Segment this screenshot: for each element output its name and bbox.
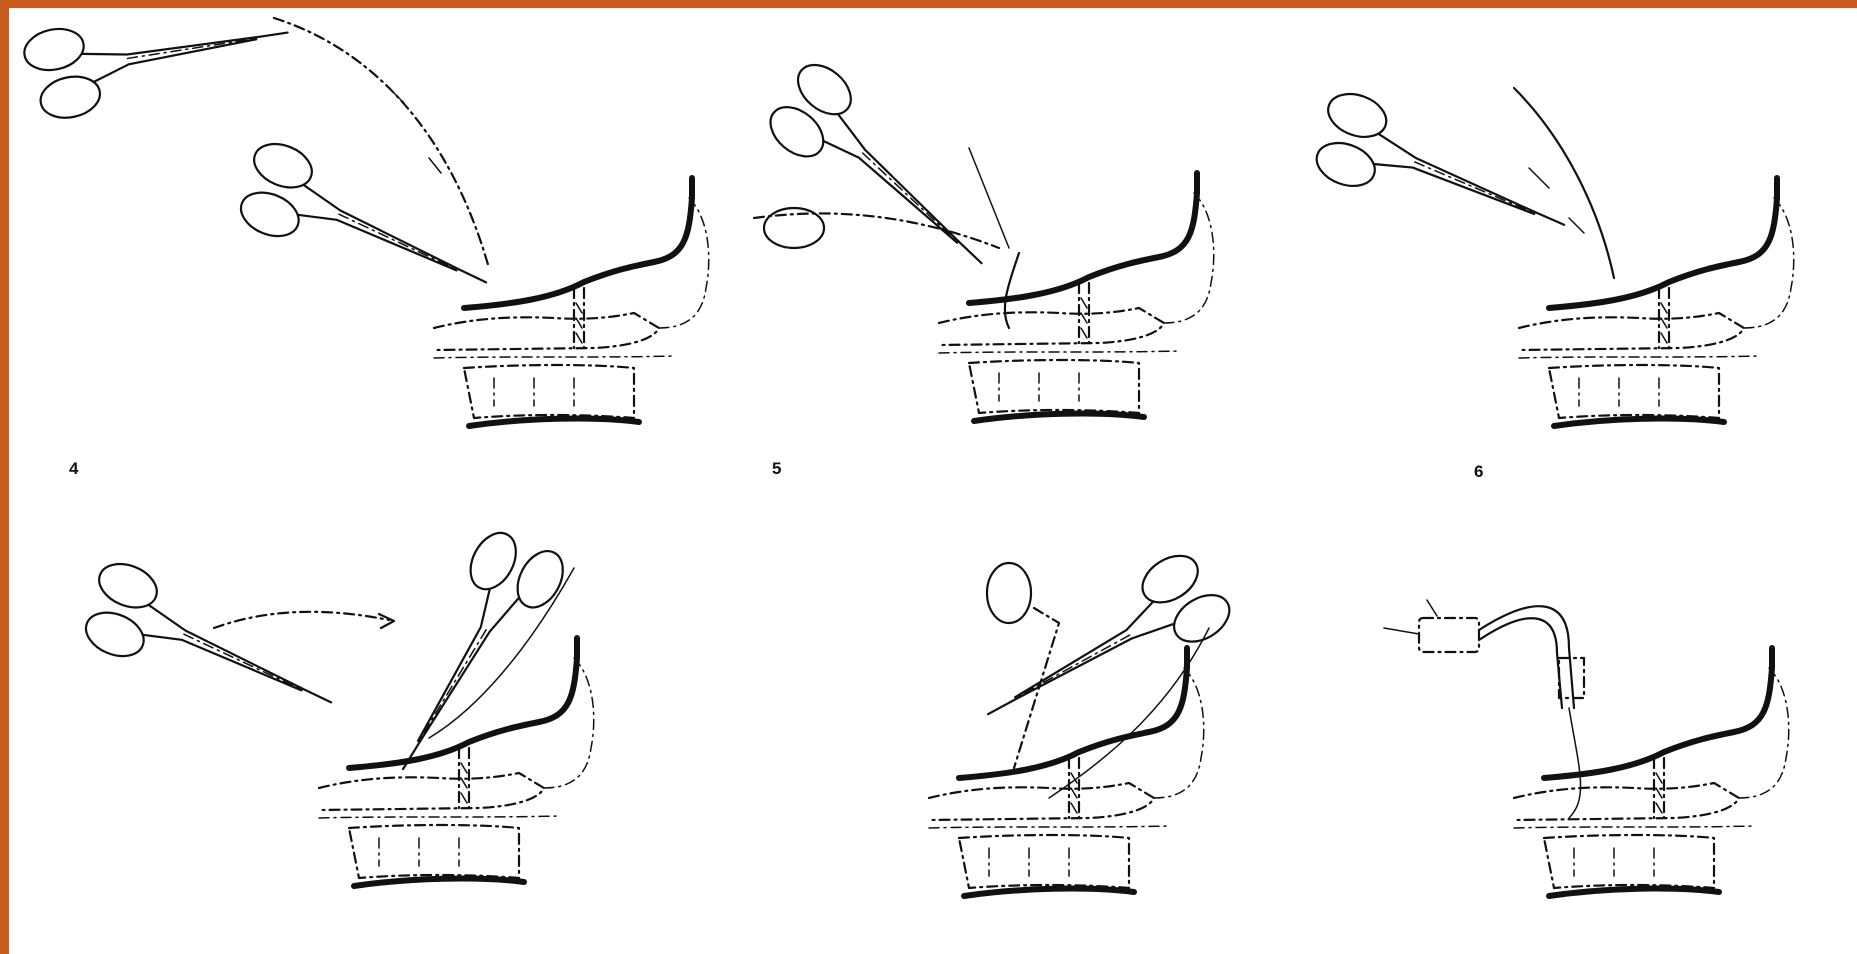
panel-4-drawing — [21, 8, 709, 426]
panel-8-drawing — [929, 543, 1238, 896]
surgical-illustration — [9, 8, 1857, 954]
panel-7-drawing — [74, 520, 594, 886]
panel-5-drawing — [754, 55, 1214, 421]
panel-9-drawing — [1384, 600, 1789, 896]
figure-canvas: 4 5 6 — [9, 8, 1857, 954]
panel-6-drawing — [1305, 86, 1794, 426]
